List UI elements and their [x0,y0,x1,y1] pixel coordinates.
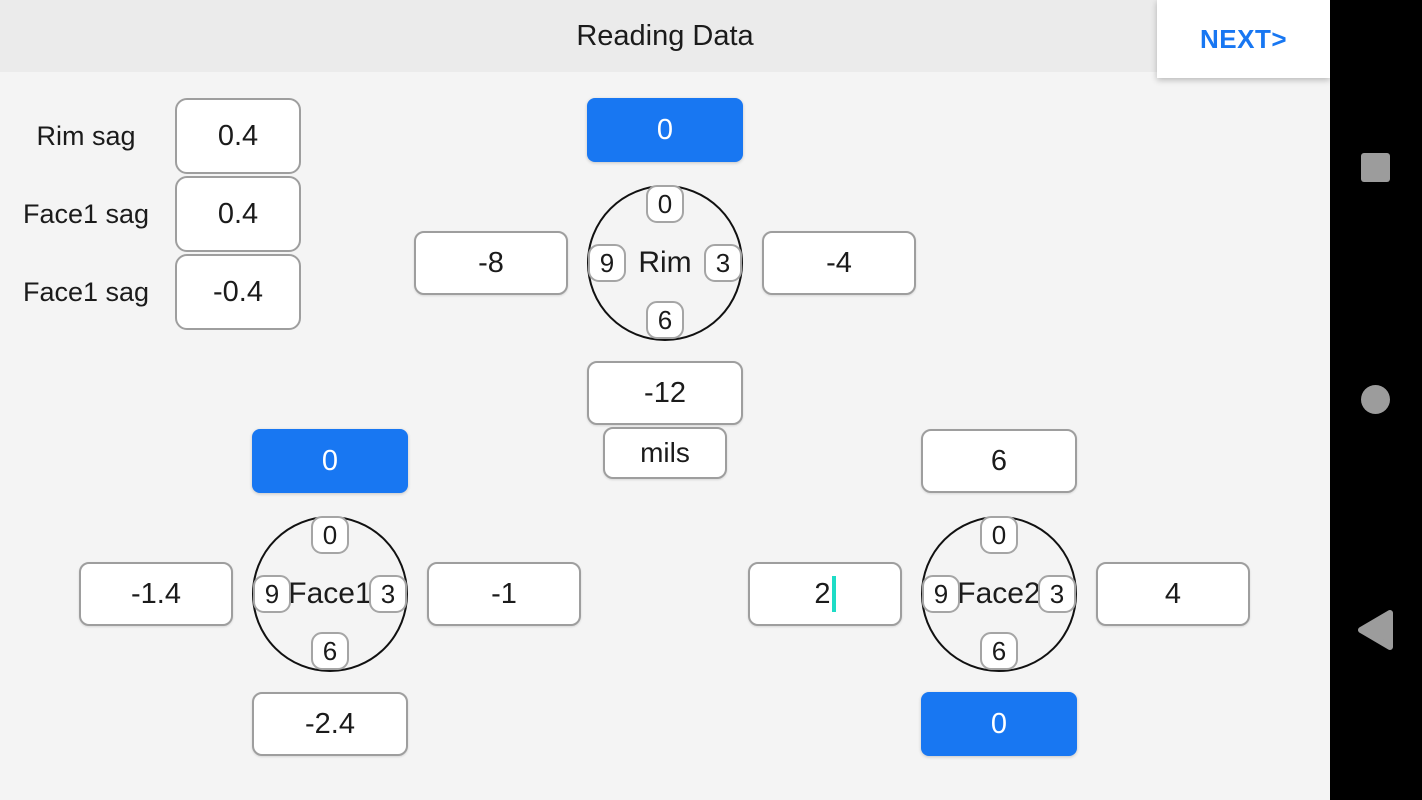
rim-bottom-input[interactable]: -12 [587,361,743,425]
units-button[interactable]: mils [603,427,727,479]
face2-bottom-button[interactable]: 0 [921,692,1077,756]
rim-sag-input[interactable]: 0.4 [175,98,301,174]
next-button[interactable]: NEXT> [1157,0,1330,78]
face2-pos-9-chip: 9 [922,575,960,613]
face1-dial-label: Face1 [288,577,372,610]
recents-icon[interactable] [1361,153,1390,182]
face1-sag-label: Face1 sag [22,198,150,229]
rim-right-input[interactable]: -4 [762,231,916,295]
face1-pos-6-chip: 6 [311,632,349,670]
rim-pos-0-chip: 0 [646,185,684,223]
face2-top-input[interactable]: 6 [921,429,1077,493]
rim-pos-6-chip: 6 [646,301,684,339]
face1-dial-group: 0 Face1 0 9 3 6 -1.4 -1 -2.4 [78,429,582,800]
android-nav-bar [1330,0,1422,800]
home-icon[interactable] [1361,385,1390,414]
face1-right-input[interactable]: -1 [427,562,581,626]
back-icon[interactable] [1356,608,1396,652]
face2-pos-3-chip: 3 [1038,575,1076,613]
face1-pos-0-chip: 0 [311,516,349,554]
face2-left-input[interactable]: 2 [748,562,902,626]
rim-dial-label: Rim [638,246,692,279]
face2-dial-group: 6 Face2 0 9 3 6 2 4 0 [747,429,1251,800]
face2-left-input-value: 2 [814,577,831,610]
face1-bottom-input[interactable]: -2.4 [252,692,408,756]
rim-sag-label: Rim sag [36,120,136,151]
rim-pos-9-chip: 9 [588,244,626,282]
rim-top-button[interactable]: 0 [587,98,743,162]
face2-pos-6-chip: 6 [980,632,1018,670]
app-header: Reading Data [0,0,1330,72]
face1-pos-3-chip: 3 [369,575,407,613]
rim-pos-3-chip: 3 [704,244,742,282]
face1-sag-input[interactable]: 0.4 [175,176,301,252]
text-cursor [831,576,836,612]
page-title: Reading Data [576,19,754,52]
face2-pos-0-chip: 0 [980,516,1018,554]
face2-dial-label: Face2 [957,577,1041,610]
face1-left-input[interactable]: -1.4 [79,562,233,626]
face2-sag-label: Face1 sag [22,276,150,307]
face2-sag-input[interactable]: -0.4 [175,254,301,330]
face1-pos-9-chip: 9 [253,575,291,613]
rim-dial-group: 0 Rim 0 9 3 6 -8 -4 -12 mils [413,98,917,483]
face2-right-input[interactable]: 4 [1096,562,1250,626]
rim-left-input[interactable]: -8 [414,231,568,295]
face1-top-button[interactable]: 0 [252,429,408,493]
